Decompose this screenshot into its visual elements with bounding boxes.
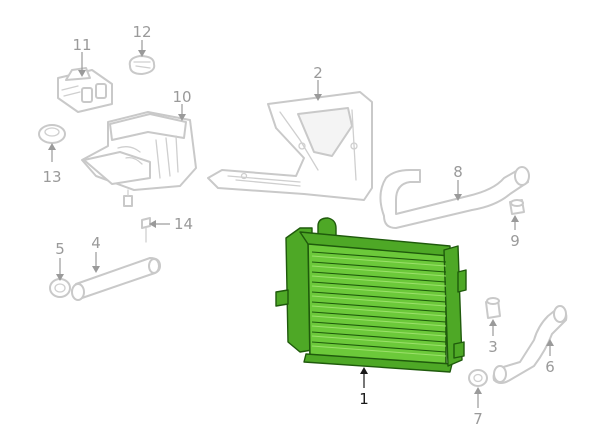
part-5-hose-clamp[interactable] <box>49 278 71 298</box>
part-12-reservoir-cap[interactable] <box>128 55 156 75</box>
callout-2[interactable]: 2 <box>313 64 323 82</box>
callout-12[interactable]: 12 <box>132 23 151 41</box>
part-9-fitting[interactable] <box>509 199 525 215</box>
part-6-lower-hose[interactable] <box>492 305 568 384</box>
part-4-hose[interactable] <box>71 257 161 301</box>
callout-6[interactable]: 6 <box>545 358 555 376</box>
part-3-bleeder-plug[interactable] <box>485 297 501 319</box>
callout-3[interactable]: 3 <box>488 338 498 356</box>
callout-5[interactable]: 5 <box>55 240 65 258</box>
part-1-radiator[interactable] <box>275 217 467 373</box>
callout-4[interactable]: 4 <box>91 234 101 252</box>
part-14-bolt[interactable] <box>141 217 151 243</box>
callout-11[interactable]: 11 <box>72 36 91 54</box>
callout-9[interactable]: 9 <box>510 232 520 250</box>
callout-13[interactable]: 13 <box>42 168 61 186</box>
leader-lines <box>48 40 554 408</box>
part-2-bracket[interactable] <box>207 91 373 201</box>
callout-10[interactable]: 10 <box>172 88 191 106</box>
part-10-reservoir[interactable] <box>81 111 197 207</box>
callout-1[interactable]: 1 <box>359 390 369 408</box>
callout-labels: 11 12 10 13 2 8 9 14 5 4 3 6 7 1 <box>42 23 554 427</box>
part-13-cap[interactable] <box>38 124 66 144</box>
callout-7[interactable]: 7 <box>473 410 483 427</box>
callout-14[interactable]: 14 <box>174 215 193 233</box>
part-8-upper-hose[interactable] <box>379 166 530 229</box>
part-7-hose-clamp[interactable] <box>468 369 488 387</box>
callout-8[interactable]: 8 <box>453 163 463 181</box>
part-11-sensor[interactable] <box>57 67 113 113</box>
